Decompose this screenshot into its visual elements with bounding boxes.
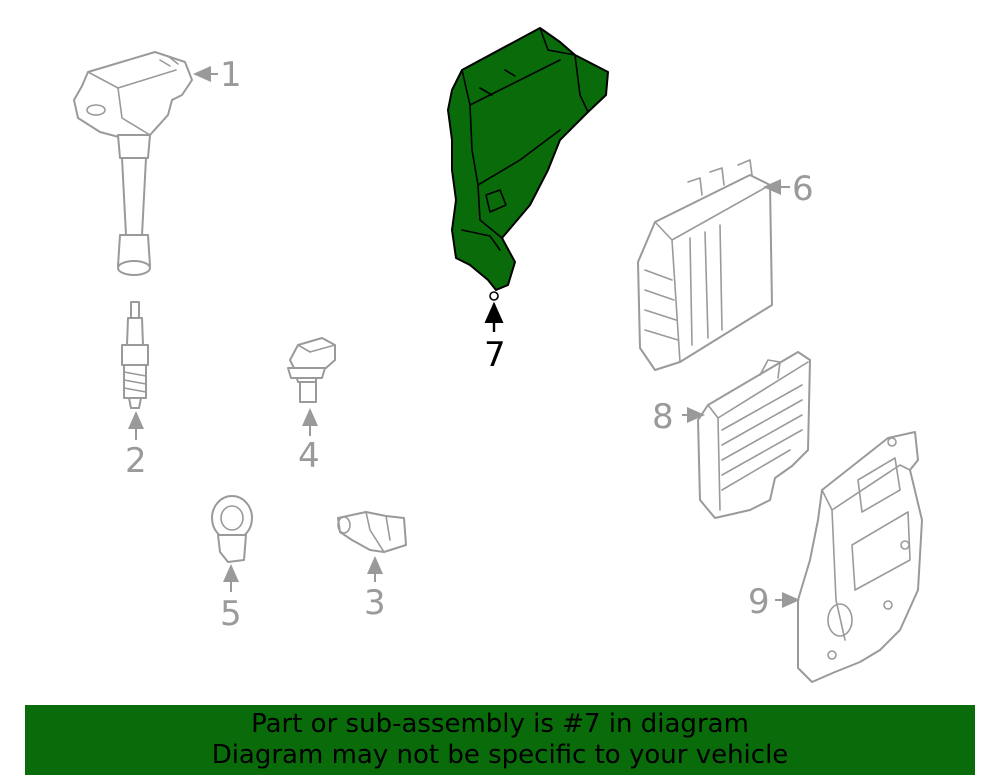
ecm-bracket-part-highlighted[interactable] — [447, 27, 609, 301]
notice-banner: Part or sub-assembly is #7 in diagram Di… — [25, 705, 975, 775]
callout-7: 7 — [484, 335, 506, 375]
banner-line-2: Diagram may not be specific to your vehi… — [211, 740, 789, 770]
callout-5: 5 — [220, 594, 242, 634]
knock-sensor-part[interactable] — [211, 495, 253, 563]
spark-plug-part[interactable] — [121, 301, 149, 409]
crankshaft-sensor-part[interactable] — [337, 511, 407, 553]
banner-line-1: Part or sub-assembly is #7 in diagram — [251, 709, 749, 739]
callout-1: 1 — [220, 55, 242, 95]
callout-8: 8 — [652, 397, 674, 437]
camshaft-sensor-part[interactable] — [287, 337, 336, 403]
mounting-bracket-part[interactable] — [797, 431, 923, 683]
ignition-coil-part[interactable] — [73, 51, 193, 276]
callout-6: 6 — [792, 169, 814, 209]
control-module-part[interactable] — [697, 351, 811, 519]
engine-control-module-part[interactable] — [637, 159, 773, 371]
parts-diagram: 1 2 4 5 3 — [73, 27, 923, 683]
callout-4: 4 — [298, 436, 320, 476]
callout-9: 9 — [748, 582, 770, 622]
callout-3: 3 — [364, 583, 386, 623]
callout-2: 2 — [125, 441, 147, 481]
